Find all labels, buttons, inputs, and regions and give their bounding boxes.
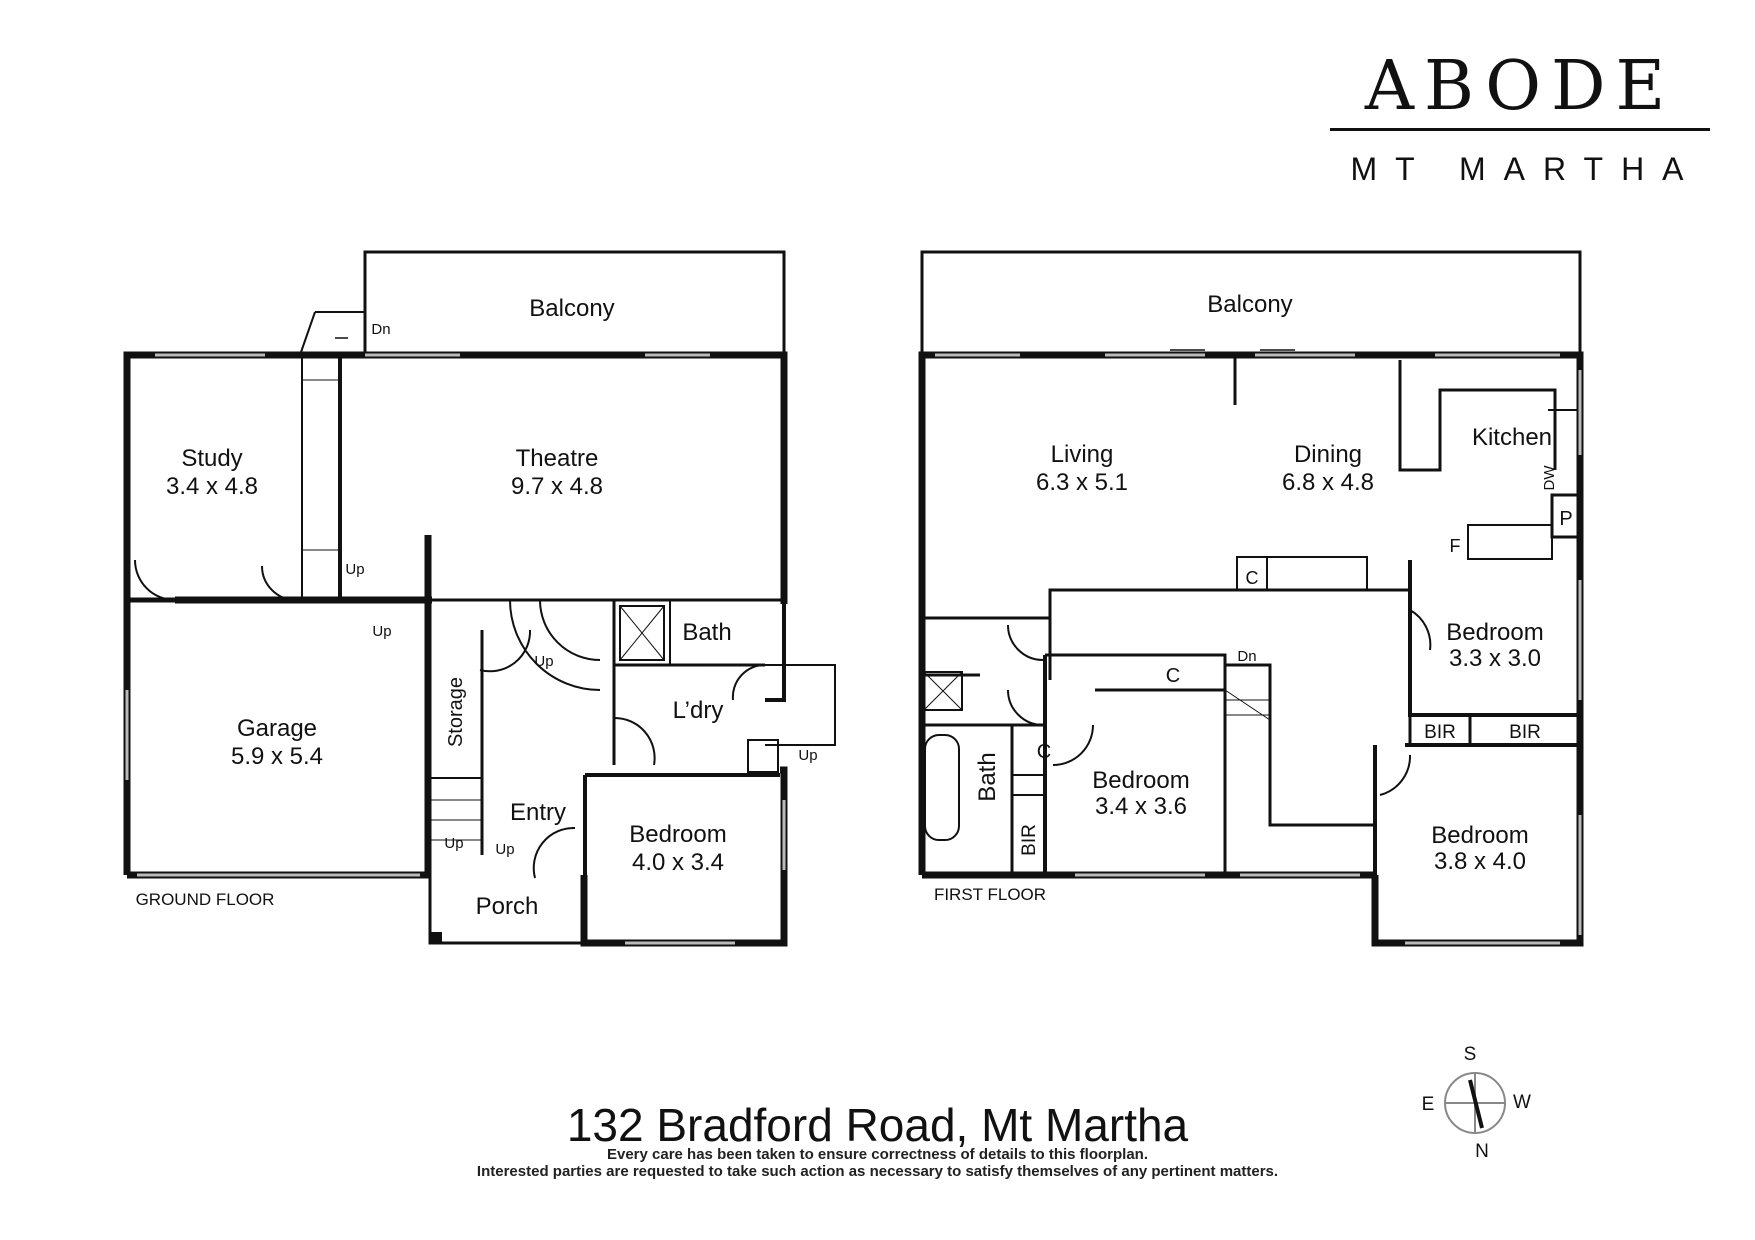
bir-label-1: BIR — [1424, 722, 1456, 743]
ground-floor — [123, 250, 836, 947]
porch-label: Porch — [476, 893, 539, 920]
disclaimer-line-1: Every care has been taken to ensure corr… — [606, 1146, 1148, 1163]
ff-stair-dn: Dn — [1237, 648, 1256, 665]
living-dims: 6.3 x 5.1 — [1036, 469, 1128, 496]
ff-cupboard-2: C — [1166, 665, 1180, 687]
gf-stair-up-5: Up — [495, 841, 514, 858]
bir-label-3: BIR — [1019, 824, 1040, 856]
gf-stair-up-3: Up — [534, 653, 553, 670]
ff-cupboard-1: C — [1246, 568, 1259, 588]
gf-bedroom-label: Bedroom — [629, 821, 726, 848]
ff-balcony-label: Balcony — [1207, 291, 1292, 318]
gf-bedroom-dims: 4.0 x 3.4 — [632, 849, 724, 876]
storage-label: Storage — [445, 677, 467, 747]
ff-bedroom-3-dims: 3.8 x 4.0 — [1434, 848, 1526, 875]
compass-e: E — [1422, 1094, 1435, 1115]
brand-logo: ABODE MT MARTHA — [1330, 52, 1710, 188]
gf-stair-dn: Dn — [371, 321, 390, 338]
ff-bedroom-2-dims: 3.4 x 3.6 — [1095, 793, 1187, 820]
gf-stair-up-4: Up — [444, 835, 463, 852]
ff-bedroom-3-label: Bedroom — [1431, 822, 1528, 849]
property-address: 132 Bradford Road, Mt Martha — [566, 1099, 1189, 1151]
bir-label-2: BIR — [1509, 722, 1541, 743]
compass: S W E N — [1422, 1044, 1531, 1162]
gf-stair-up-6: Up — [798, 747, 817, 764]
dining-label: Dining — [1294, 441, 1362, 468]
gf-stair-up-1: Up — [345, 561, 364, 578]
ground-floor-label: GROUND FLOOR — [136, 890, 275, 909]
gf-balcony-label: Balcony — [529, 295, 614, 322]
living-label: Living — [1051, 441, 1114, 468]
ff-cupboard-3: C — [1037, 741, 1051, 763]
study-dims: 3.4 x 4.8 — [166, 473, 258, 500]
ff-bedroom-1-dims: 3.3 x 3.0 — [1449, 645, 1541, 672]
gf-bath-label: Bath — [682, 619, 731, 646]
fridge-label: F — [1450, 536, 1461, 556]
pantry-label: P — [1559, 508, 1572, 530]
ff-bedroom-1-label: Bedroom — [1446, 619, 1543, 646]
disclaimer: Every care has been taken to ensure corr… — [0, 1146, 1755, 1180]
gf-stair-up-2: Up — [372, 623, 391, 640]
theatre-label: Theatre — [516, 445, 599, 472]
laundry-label: L’dry — [673, 697, 724, 724]
compass-w: W — [1513, 1092, 1531, 1113]
disclaimer-line-2: Interested parties are requested to take… — [476, 1163, 1279, 1180]
first-floor — [918, 250, 1584, 947]
brand-location: MT MARTHA — [1350, 151, 1702, 187]
study-label: Study — [181, 445, 242, 472]
first-floor-labels: Balcony Living 6.3 x 5.1 Dining 6.8 x 4.… — [934, 291, 1573, 904]
dining-dims: 6.8 x 4.8 — [1282, 469, 1374, 496]
theatre-dims: 9.7 x 4.8 — [511, 473, 603, 500]
dw-label: DW — [1541, 465, 1558, 491]
entry-label: Entry — [510, 799, 566, 826]
first-floor-label: FIRST FLOOR — [934, 885, 1046, 904]
garage-dims: 5.9 x 5.4 — [231, 743, 323, 770]
garage-label: Garage — [237, 715, 317, 742]
brand-name: ABODE — [1330, 52, 1710, 131]
kitchen-label: Kitchen — [1472, 424, 1552, 451]
ground-floor-labels: Balcony Study 3.4 x 4.8 Theatre 9.7 x 4.… — [136, 295, 818, 920]
compass-s: S — [1464, 1044, 1477, 1065]
compass-n: N — [1475, 1141, 1489, 1162]
ff-bath-label: Bath — [974, 752, 1001, 801]
ff-bedroom-2-label: Bedroom — [1092, 767, 1189, 794]
